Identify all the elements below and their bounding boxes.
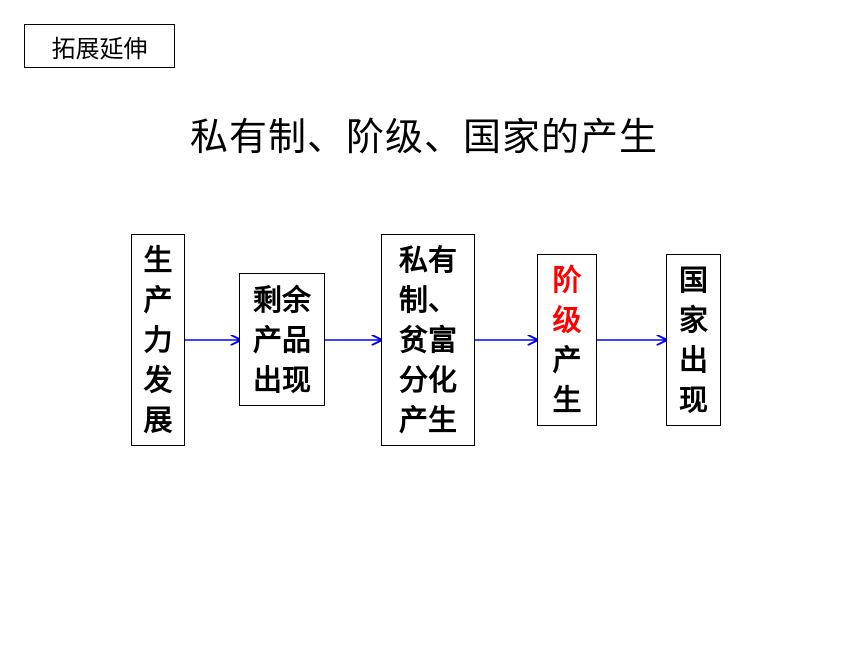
box-productivity: 生产力发展 xyxy=(131,234,185,446)
box-line: 出 xyxy=(678,343,708,377)
box-line: 剩余 xyxy=(252,282,311,317)
tag-label: 拓展延伸 xyxy=(24,24,175,68)
box-line: 产 xyxy=(552,343,582,377)
box-line: 生 xyxy=(143,243,173,277)
box-line: 发 xyxy=(143,363,173,397)
box-class: 阶级产生 xyxy=(537,254,597,426)
box-line: 私有 xyxy=(398,243,457,277)
box-state: 国家出现 xyxy=(666,254,721,426)
box-private-ownership: 私有制、贫富分化产生 xyxy=(381,234,475,446)
box-line: 贫富 xyxy=(398,323,457,357)
box-line: 制、 xyxy=(398,283,457,317)
box-surplus: 剩余产品出现 xyxy=(239,273,325,406)
slide-title: 私有制、阶级、国家的产生 xyxy=(189,115,658,159)
box-line: 出现 xyxy=(252,362,311,397)
box-line: 分化 xyxy=(398,363,457,397)
box-line: 生 xyxy=(552,383,582,417)
box-line: 展 xyxy=(143,403,173,437)
box-line: 家 xyxy=(678,303,708,337)
box-line: 国 xyxy=(678,263,708,297)
box-line: 产生 xyxy=(398,403,457,437)
box-line: 力 xyxy=(143,323,173,357)
box-line: 现 xyxy=(678,383,708,417)
box-line: 阶 xyxy=(552,263,582,297)
box-line: 级 xyxy=(552,303,582,337)
box-line: 产 xyxy=(143,283,173,317)
box-line: 产品 xyxy=(252,322,311,357)
